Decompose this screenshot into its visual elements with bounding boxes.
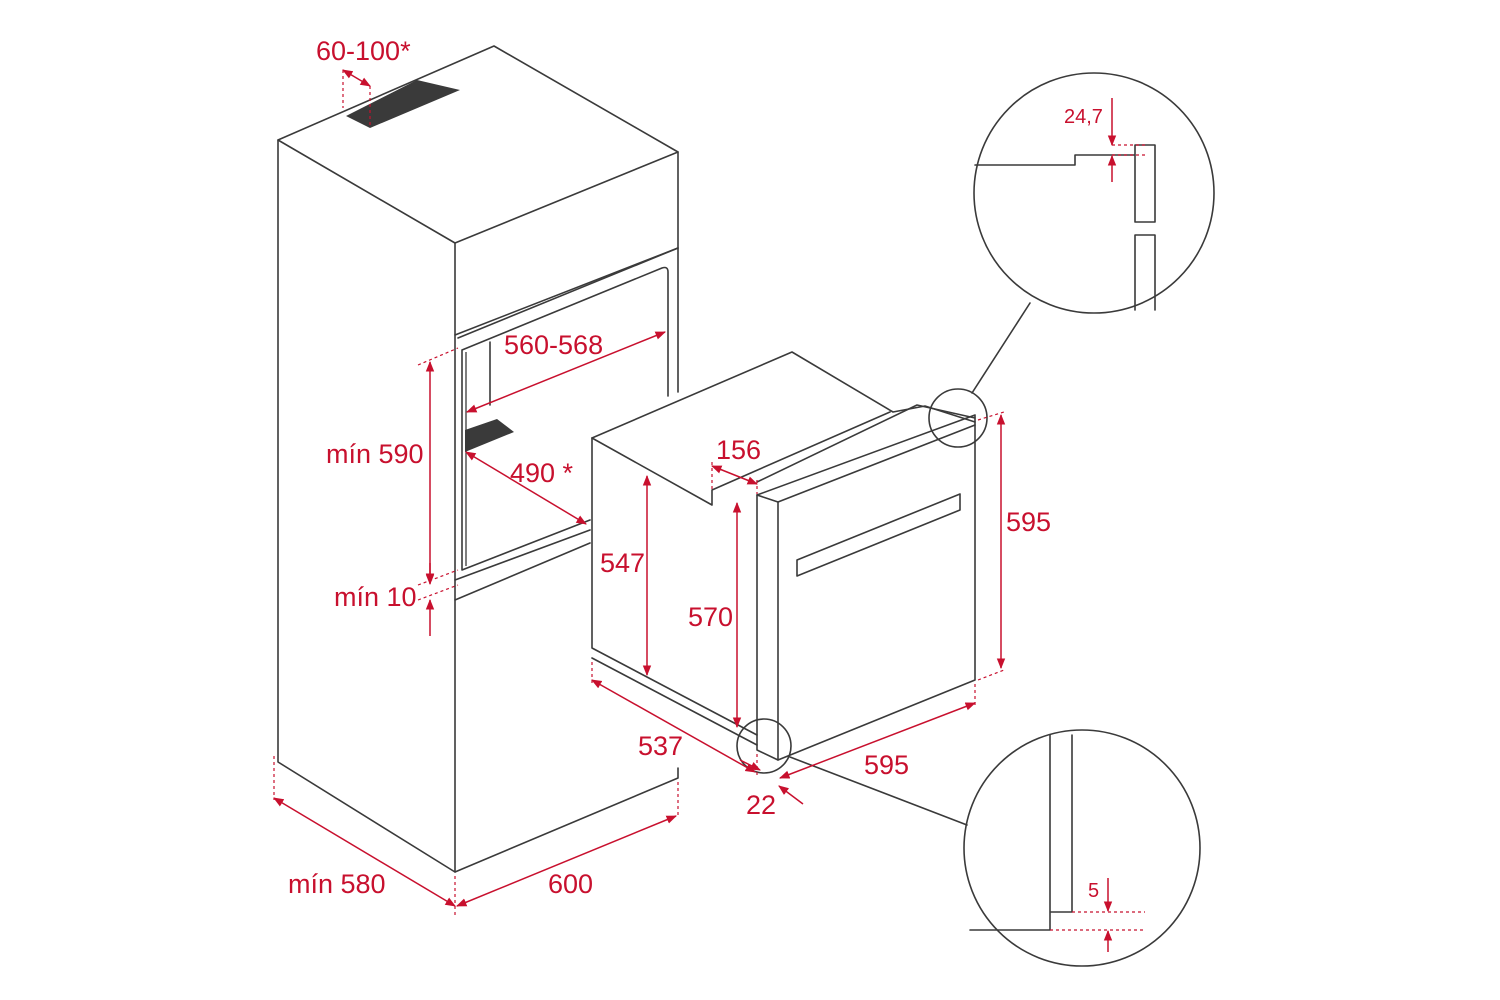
niche-height-ext	[417, 347, 459, 586]
label-niche-height-min: mín 590	[326, 439, 424, 469]
door-protrusion-arrow-b	[778, 785, 804, 805]
niche-frame-outer	[457, 247, 679, 393]
niche-floor-front	[454, 529, 591, 581]
detail-top-leader	[971, 302, 1031, 394]
label-niche-depth: 490 *	[510, 458, 574, 488]
cabinet-lower-right-face	[454, 542, 679, 873]
oven-front-width-arrow	[779, 702, 976, 779]
label-detail-top-gap: 24,7	[1064, 106, 1103, 128]
detail-bottom-source-circle	[736, 718, 792, 774]
label-oven-front-width: 595	[864, 750, 909, 780]
cabinet-top-face	[277, 45, 679, 244]
niche-vent-slot	[465, 419, 514, 452]
cabinet-left-face	[277, 139, 456, 873]
label-detail-bottom-gap: 5	[1088, 880, 1099, 902]
oven-top-step-ext	[711, 462, 758, 494]
niche-width-arrow	[466, 331, 666, 413]
label-oven-body-height: 547	[600, 548, 645, 578]
oven-depth-arrow	[591, 679, 756, 773]
top-vent-slot	[346, 80, 460, 128]
label-door-protrusion: 22	[746, 790, 776, 820]
door-protrusion-arrow-a	[739, 759, 761, 771]
label-oven-front-height: 595	[1006, 507, 1051, 537]
label-cabinet-width: 600	[548, 869, 593, 899]
oven-door-top-edge	[756, 424, 976, 503]
label-bottom-gap-min: mín 10	[334, 582, 417, 612]
label-oven-depth: 537	[638, 731, 683, 761]
label-oven-inner-height: 570	[688, 602, 733, 632]
oven-top-step	[591, 411, 891, 506]
vent-gap-arrow	[342, 69, 371, 87]
detail-top-circle	[973, 72, 1215, 314]
oven-body-left	[591, 437, 758, 736]
label-cabinet-depth-min: mín 580	[288, 869, 386, 899]
oven-front-height-ext	[977, 411, 1005, 681]
oven-front-top-ridge	[756, 404, 976, 483]
detail-top-profile	[974, 144, 1156, 311]
detail-top-source-circle	[928, 388, 988, 448]
oven-handle	[796, 493, 961, 577]
label-vent-gap: 60-100*	[316, 36, 411, 66]
detail-bottom-profile	[969, 734, 1073, 931]
detail-bottom-circle	[963, 729, 1201, 967]
bottom-gap-ext	[417, 584, 459, 601]
cabinet-depth-arrow	[273, 797, 456, 907]
cabinet-width-arrow	[456, 815, 677, 907]
label-niche-width: 560-568	[504, 330, 603, 360]
oven-top-face	[591, 351, 976, 439]
dimension-lines	[273, 69, 1006, 918]
oven	[591, 351, 976, 761]
detail-bottom	[736, 718, 1201, 967]
detail-top	[928, 72, 1215, 448]
oven-top-step-arrow	[711, 465, 758, 485]
niche-depth-arrow	[465, 451, 587, 525]
dimension-labels: 60-100* 560-568 mín 590 490 * mín 10 mín…	[288, 36, 1103, 902]
label-oven-top-step: 156	[716, 435, 761, 465]
